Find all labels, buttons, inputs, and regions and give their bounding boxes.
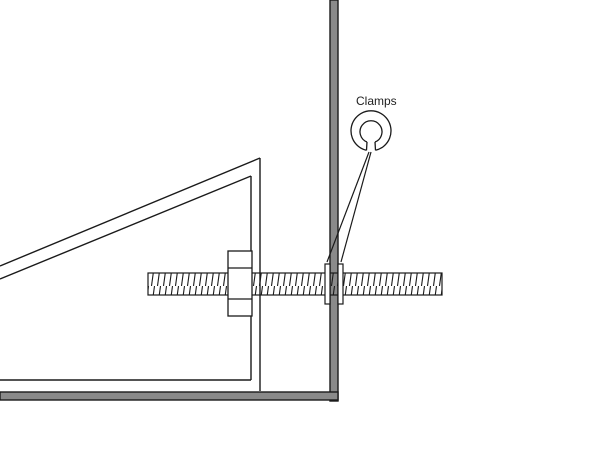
split-ring-clamp-icon <box>350 110 392 151</box>
floor-bar <box>0 391 339 401</box>
clamp-right <box>337 263 344 305</box>
clamps-label: Clamps <box>356 94 397 108</box>
vertical-wall <box>329 0 339 402</box>
threaded-rod <box>147 272 443 296</box>
callout-leaders <box>326 151 372 263</box>
clamp-left <box>324 263 331 305</box>
hex-nut <box>227 250 253 317</box>
